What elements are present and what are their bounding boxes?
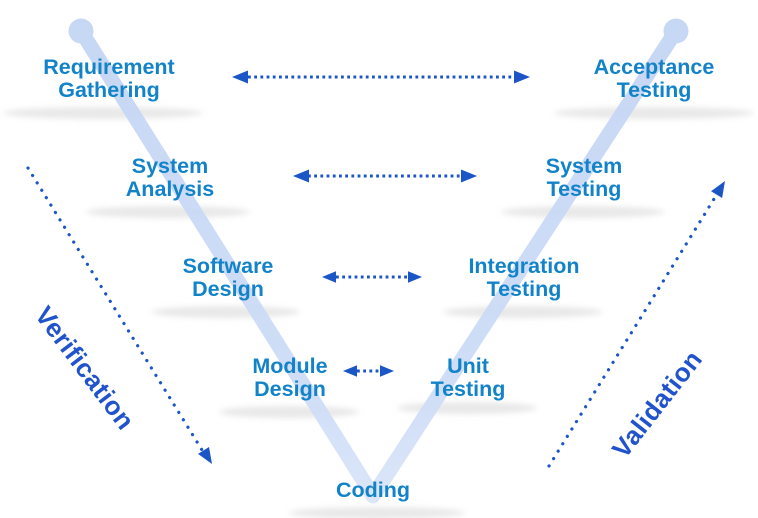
arrow-requirement-acceptance [232,70,530,84]
arrow-analysis-systemtesting [293,169,477,183]
arrowhead-down [198,446,212,464]
stage-module-design: Module Design [252,354,327,401]
stage-label-line: Testing [431,377,506,401]
stage-label-line: Integration [468,254,579,278]
shadow [152,306,300,318]
arrowhead-left [293,169,309,183]
stage-unit-testing: Unit Testing [431,354,506,401]
stage-label-line: Design [254,377,326,401]
stage-label-line: System [546,154,623,178]
label-shadows [3,107,754,518]
stage-label-line: Testing [547,177,622,201]
shadow [219,406,359,418]
validation-label: Validation [606,344,708,463]
stage-integration-testing: Integration Testing [468,254,579,301]
stage-label-line: Testing [617,78,692,102]
stage-label-line: Gathering [58,78,160,102]
validation-label-group: Validation [606,344,708,463]
stage-label-line: Software [183,254,274,278]
stage-label-line: Module [252,354,327,378]
verification-label: Verification [29,301,141,436]
v-band-path [73,23,684,504]
arrowhead-left [343,365,357,377]
verification-label-group: Verification [29,301,141,436]
stage-label-line: Requirement [43,55,174,79]
shadow [86,206,250,218]
stage-system-testing: System Testing [546,154,623,201]
arrow-module-unittesting [343,365,394,377]
shadow [554,107,754,119]
shadow [501,206,665,218]
dotted-line [26,166,204,452]
arrowhead-left [232,70,248,84]
arrowhead-right [514,70,530,84]
stage-label-line: Acceptance [594,55,715,79]
shadow [289,507,465,518]
arrow-design-integration [322,271,422,283]
stage-coding: Coding [336,478,410,502]
shadow [3,107,203,119]
verification-arrow [26,166,212,464]
stage-requirement-gathering: Requirement Gathering [43,55,174,102]
stage-system-analysis: System Analysis [126,154,214,201]
validation-arrow [547,181,725,468]
shadow [397,402,537,414]
stage-label-line: System [132,154,209,178]
dotted-line [547,197,716,468]
stage-label-line: Analysis [126,177,214,201]
stage-label-line: Design [192,277,264,301]
shadow [443,306,603,318]
arrowhead-left [322,271,336,283]
stage-software-design: Software Design [183,254,274,301]
arrowhead-up [711,181,725,199]
stage-label-line: Unit [447,354,489,378]
stage-label-line: Testing [487,277,562,301]
arrowhead-right [408,271,422,283]
arrowhead-right [380,365,394,377]
arrowhead-right [461,169,477,183]
stage-acceptance-testing: Acceptance Testing [594,55,715,102]
v-band [68,18,689,504]
